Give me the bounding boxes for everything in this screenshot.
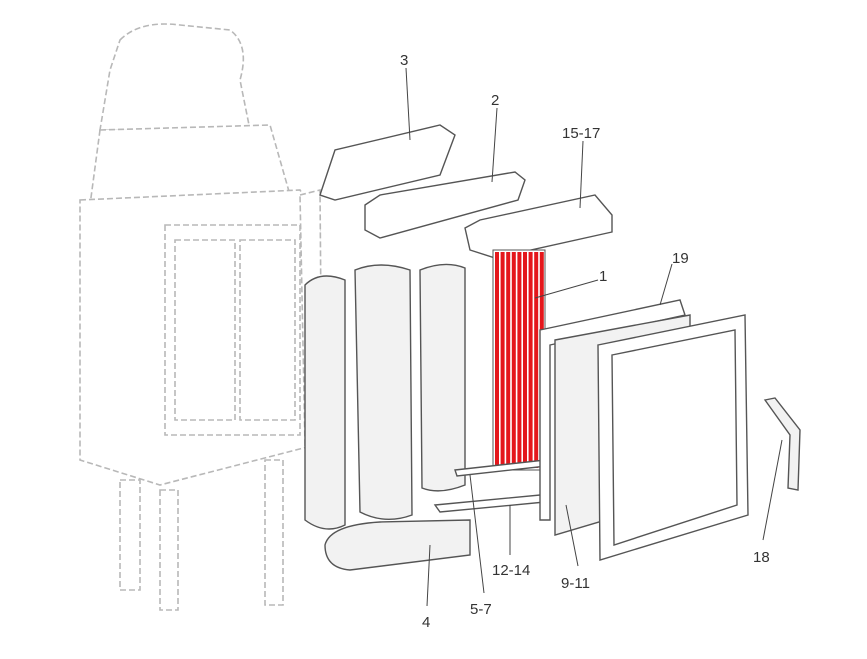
fireplace-body xyxy=(79,23,323,611)
label-12-14: 12-14 xyxy=(492,562,530,579)
part-side-panel-left xyxy=(304,275,346,530)
heat-exchanger-tube xyxy=(511,252,516,468)
label-2: 2 xyxy=(491,92,499,109)
heat-exchanger-tube xyxy=(495,252,499,468)
label-5-7: 5-7 xyxy=(470,601,492,618)
part-1-heat-exchanger xyxy=(492,249,546,471)
label-1: 1 xyxy=(599,268,607,285)
part-5-7-side-brick xyxy=(354,264,413,520)
label-9-11: 9-11 xyxy=(561,575,590,592)
heat-exchanger-tube xyxy=(528,252,533,468)
part-19-door-frame xyxy=(539,299,686,521)
label-19: 19 xyxy=(672,250,689,267)
part-door-inner xyxy=(611,329,738,546)
heat-exchanger-tube xyxy=(517,252,522,468)
label-4: 4 xyxy=(422,614,430,631)
part-18-handle xyxy=(763,397,801,491)
part-back-brick xyxy=(419,263,466,492)
heat-exchanger-tube xyxy=(500,252,505,468)
leader-lines xyxy=(405,67,783,607)
part-4-floor-brick xyxy=(324,519,471,571)
part-15-17-top-plate xyxy=(464,194,613,259)
part-12-14-grate-rail xyxy=(433,494,547,513)
label-3: 3 xyxy=(400,52,408,69)
label-18: 18 xyxy=(753,549,770,566)
label-15-17: 15-17 xyxy=(562,125,600,142)
heat-exchanger-tube xyxy=(534,252,539,468)
part-2-top-brick xyxy=(364,171,526,239)
heat-exchanger-tube xyxy=(506,252,511,468)
part-3-baffle xyxy=(319,124,456,201)
heat-exchanger-tube xyxy=(523,252,527,468)
